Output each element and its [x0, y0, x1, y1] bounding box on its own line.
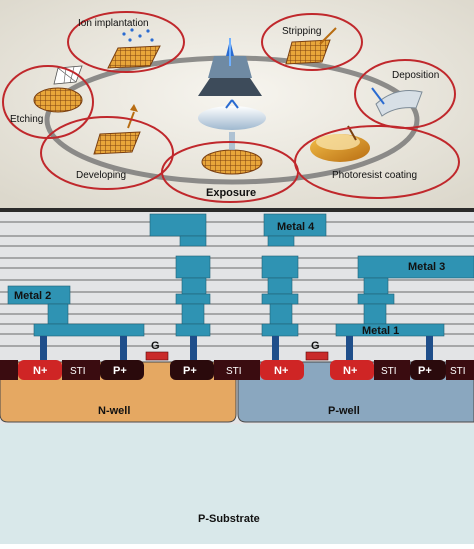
ion-implantation-wafer-icon: [107, 28, 161, 69]
exposure-wafer-icon: [201, 132, 263, 175]
panel-divider: [0, 208, 474, 212]
contacts: [40, 336, 433, 360]
metal-1-layer: [33, 323, 445, 337]
p-plus-region-1: [100, 360, 144, 380]
developing-ring: [40, 116, 174, 190]
p-plus-region-2: [170, 360, 214, 380]
n-plus-label-3: N+: [343, 365, 357, 377]
developing-label: Developing: [76, 170, 126, 181]
sti-label-4: STI: [450, 366, 466, 377]
n-plus-region-2: [260, 360, 304, 380]
etching-ring: [2, 65, 94, 139]
metal-1-label: Metal 1: [362, 325, 399, 337]
metal-3-layer: [175, 255, 474, 295]
gate-right-label: G: [311, 340, 320, 352]
stripping-wafer-icon: [285, 27, 337, 65]
deposition-label: Deposition: [392, 70, 439, 81]
photoresist-coating-label: Photoresist coating: [332, 170, 417, 181]
ion-implantation-label: Ion implantation: [78, 18, 149, 29]
process-cycle-panel: Ion implantation Stripping Deposition Ph…: [0, 0, 474, 208]
exposure-tool-icon: [198, 38, 266, 130]
sti-label-2: STI: [226, 366, 242, 377]
ion-implantation-ring: [67, 11, 185, 73]
metal-4-label: Metal 4: [277, 221, 315, 233]
p-plus-label-1: P+: [113, 365, 127, 377]
step-developing: Developing: [40, 116, 174, 190]
n-plus-label-2: N+: [274, 365, 288, 377]
gate-left-label: G: [151, 340, 160, 352]
active-regions: N+ STI P+ P+ STI N+ N+ STI P+ STI: [0, 360, 474, 380]
n-plus-region-1: [18, 360, 62, 380]
n-plus-label-1: N+: [33, 365, 47, 377]
cmos-cross-section: Metal 2 Metal 4 Metal 3 Metal 1 G G N+ S…: [0, 212, 474, 544]
metal-2-layer: [7, 285, 395, 325]
etching-label: Etching: [10, 114, 43, 125]
sti-region-2: [214, 360, 260, 380]
step-etching: Etching: [2, 65, 94, 139]
step-stripping: Stripping: [261, 13, 363, 71]
n-well-label: N-well: [98, 405, 130, 417]
exposure-label: Exposure: [206, 187, 256, 199]
p-plus-region-3: [410, 360, 446, 380]
etching-wafer-icon: [33, 65, 83, 113]
sti-region-1: [62, 360, 100, 380]
step-ion-implantation: Ion implantation: [67, 11, 185, 73]
p-well-label: P-well: [328, 405, 360, 417]
sti-region-3: [374, 360, 410, 380]
p-substrate: [0, 424, 474, 544]
gate-right: G: [305, 340, 329, 361]
sti-label-1: STI: [70, 366, 86, 377]
p-plus-label-3: P+: [418, 365, 432, 377]
p-substrate-label: P-Substrate: [198, 513, 260, 525]
deposition-wafer-icon: [371, 87, 423, 117]
p-plus-label-2: P+: [183, 365, 197, 377]
metal-2-label: Metal 2: [14, 290, 51, 302]
sti-label-3: STI: [381, 366, 397, 377]
sti-region-4: [446, 360, 474, 380]
stripping-label: Stripping: [282, 26, 321, 37]
stripping-ring: [261, 13, 363, 71]
gate-left: G: [145, 340, 169, 361]
metal-3-label: Metal 3: [408, 261, 445, 273]
metal-4-layer: [149, 213, 327, 247]
n-plus-region-3: [330, 360, 374, 380]
